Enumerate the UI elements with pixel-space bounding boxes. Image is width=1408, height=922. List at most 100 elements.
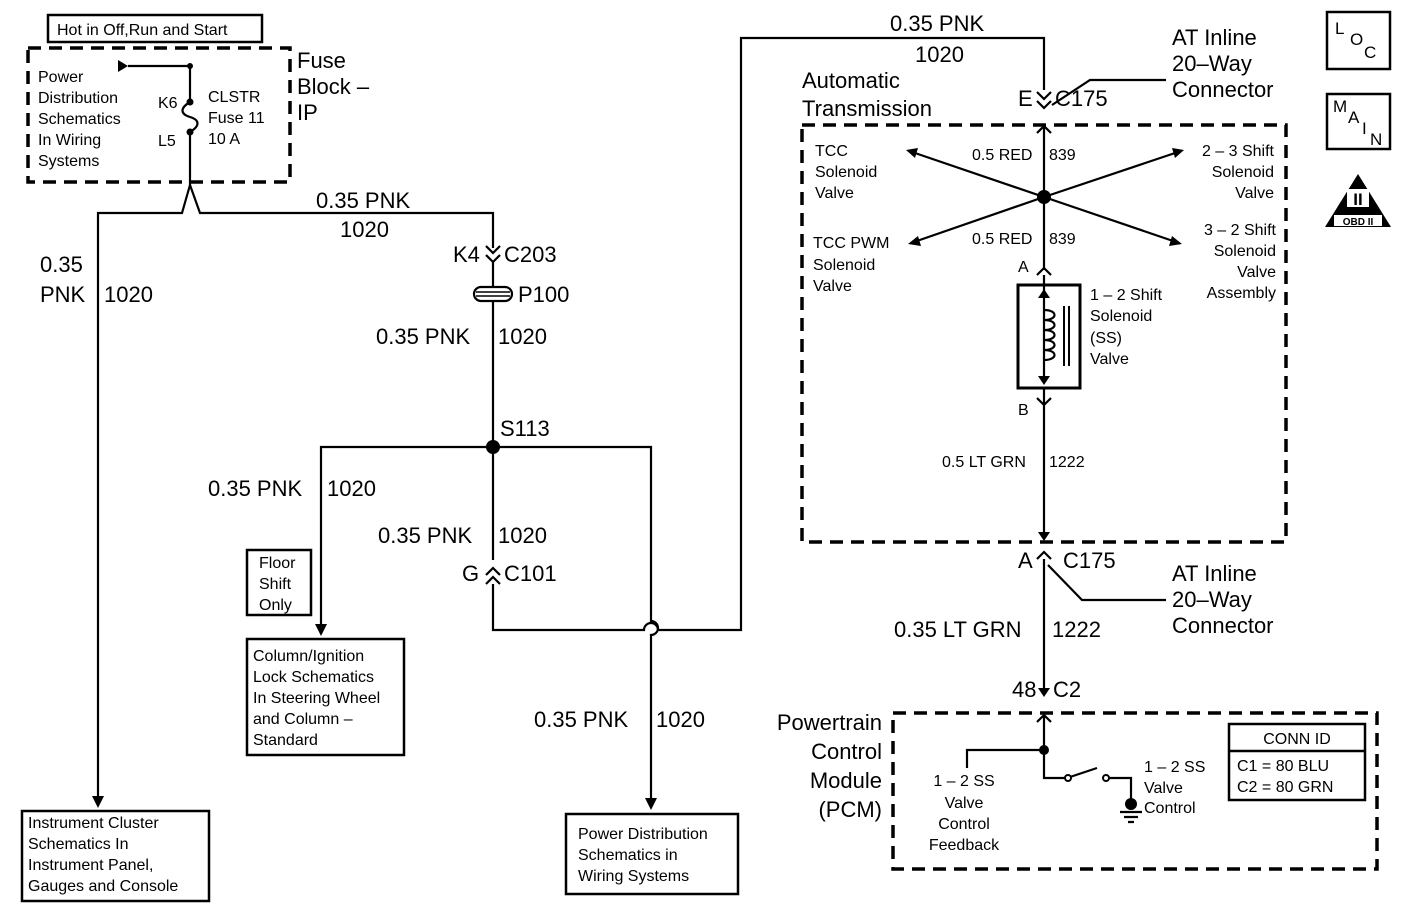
left-wire-gauge-1: 0.35 <box>40 252 83 277</box>
cluster-line-2: Schematics In <box>28 836 128 853</box>
sol12-3: (SS) <box>1090 330 1122 347</box>
floor-shift-2: Shift <box>259 576 292 593</box>
obd-label: OBD II <box>1343 217 1374 228</box>
fuse-note-1: Power <box>38 69 84 86</box>
shift23-3: Valve <box>1235 185 1274 202</box>
main-icon[interactable] <box>1325 92 1392 151</box>
s113-label: S113 <box>500 416 550 441</box>
bus-node <box>187 63 193 69</box>
shift23-wire <box>1043 150 1179 199</box>
c203-connector-icon <box>485 245 501 264</box>
loc-icon[interactable] <box>1325 10 1392 71</box>
c203-label: C203 <box>504 242 557 267</box>
feedback-2: Valve <box>945 795 984 812</box>
left-wire-circuit: 1020 <box>104 282 153 307</box>
fuse-block-title-2: Block – <box>297 74 370 99</box>
column-line-1: Column/Ignition <box>253 648 364 665</box>
power-dist-line-2: Schematics in <box>578 847 678 864</box>
shift23-arrow-icon <box>1172 148 1184 158</box>
pcm: Powertrain Control Module (PCM) 1 – 2 SS… <box>777 710 1379 871</box>
column-wire <box>319 445 493 626</box>
shift32-1: 3 – 2 Shift <box>1204 222 1277 239</box>
fuse-block-title-1: Fuse <box>297 48 346 73</box>
c101-label: C101 <box>504 561 557 586</box>
tcc-1: TCC <box>815 143 848 160</box>
tcc-pwm-wire <box>913 195 1045 244</box>
tcc-pwm-arrow-icon <box>908 236 921 246</box>
pcm-title-1: Powertrain <box>777 710 882 735</box>
pd-wire-circuit: 1020 <box>656 707 705 732</box>
switch-blade-icon <box>1069 766 1098 779</box>
main-letter-2: A <box>1348 108 1360 127</box>
fuse-icon <box>181 101 199 133</box>
column-box[interactable] <box>245 637 406 757</box>
main-letter-4: N <box>1370 130 1382 149</box>
solenoid-coil-icon <box>1043 308 1056 362</box>
obd-roman: II <box>1353 190 1362 209</box>
bus-arrow-icon <box>118 60 128 72</box>
fuse-note-4: In Wiring <box>38 132 101 149</box>
fuse-feed-wire <box>128 64 192 185</box>
transmission: AT Inline 20–Way Connector Automatic Tra… <box>800 25 1288 702</box>
red-top-gauge: 0.5 RED <box>972 147 1032 164</box>
tcc-wire <box>911 150 1045 199</box>
sol-pin-a: A <box>1018 259 1029 276</box>
c203-pin: K4 <box>453 242 480 267</box>
inline-top-2: 20–Way <box>1172 51 1252 76</box>
tcc-pwm-3: Valve <box>813 278 852 295</box>
c2-label: C2 <box>1053 677 1081 702</box>
sol12-4: Valve <box>1090 351 1129 368</box>
conn-id-row-1: C1 = 80 BLU <box>1237 758 1329 775</box>
inline-top-1: AT Inline <box>1172 25 1257 50</box>
floor-shift-3: Only <box>259 597 292 614</box>
switch-wire <box>1042 750 1066 780</box>
fuse-name-1: CLSTR <box>208 89 260 106</box>
column-arrow-icon <box>315 624 327 636</box>
cluster-arrow-icon <box>92 796 104 808</box>
sol-pin-b-icon <box>1036 388 1052 532</box>
conn-id-row-2: C2 = 80 GRN <box>1237 779 1333 796</box>
loc-letter-3: C <box>1364 43 1376 62</box>
tcc-pwm-2: Solenoid <box>813 257 875 274</box>
feedback-1: 1 – 2 SS <box>933 773 994 790</box>
trans-title-1: Automatic <box>802 68 900 93</box>
inline-bot-2: 20–Way <box>1172 587 1252 612</box>
pcm-wire-circuit: 1222 <box>1052 617 1101 642</box>
tcc-2: Solenoid <box>815 164 877 181</box>
pcm-title-3: Module <box>810 768 882 793</box>
shift32-2: Solenoid <box>1214 243 1276 260</box>
c203-wire-circuit: 1020 <box>498 324 547 349</box>
destination-boxes: Floor Shift Only Column/Ignition Lock Sc… <box>20 548 740 903</box>
main-letter-3: I <box>1362 119 1367 138</box>
left-wire-gauge-2: PNK <box>40 282 86 307</box>
cluster-wire <box>96 184 192 800</box>
pcm-title-2: Control <box>811 739 882 764</box>
solenoid-arrow-up-icon <box>1038 289 1050 298</box>
red-bot-gauge: 0.5 RED <box>972 231 1032 248</box>
c203-wire <box>188 184 495 248</box>
inline-top-leader <box>1051 78 1166 106</box>
shift32-arrow-icon <box>1169 236 1182 246</box>
c175-top-label: C175 <box>1055 86 1108 111</box>
transmission-feed-wire <box>491 36 1046 632</box>
sol12-1: 1 – 2 Shift <box>1090 287 1163 304</box>
floor-shift-1: Floor <box>259 555 296 572</box>
loc-letter-1: L <box>1335 19 1344 38</box>
column-line-4: and Column – <box>253 711 353 728</box>
c175-bot-pin: A <box>1018 548 1033 573</box>
fuse-block-title-3: IP <box>297 100 318 125</box>
cluster-box[interactable] <box>20 809 211 903</box>
c101-connector-icon <box>485 566 501 585</box>
shift32-wire <box>1043 195 1177 244</box>
power-dist-box[interactable] <box>564 812 740 896</box>
fuse-pin-in: K6 <box>158 95 178 112</box>
switch-contact-2 <box>1102 774 1110 782</box>
main-letter-1: M <box>1333 97 1347 116</box>
column-wire-circuit: 1020 <box>327 476 376 501</box>
fuse-name-2: Fuse 11 <box>208 110 265 127</box>
sol-pin-a-icon <box>1036 266 1052 276</box>
hot-label-box <box>46 13 264 44</box>
top-wire-gauge: 0.35 PNK <box>316 188 410 213</box>
power-dist-line-3: Wiring Systems <box>578 868 689 885</box>
power-dist-wire <box>493 445 660 800</box>
